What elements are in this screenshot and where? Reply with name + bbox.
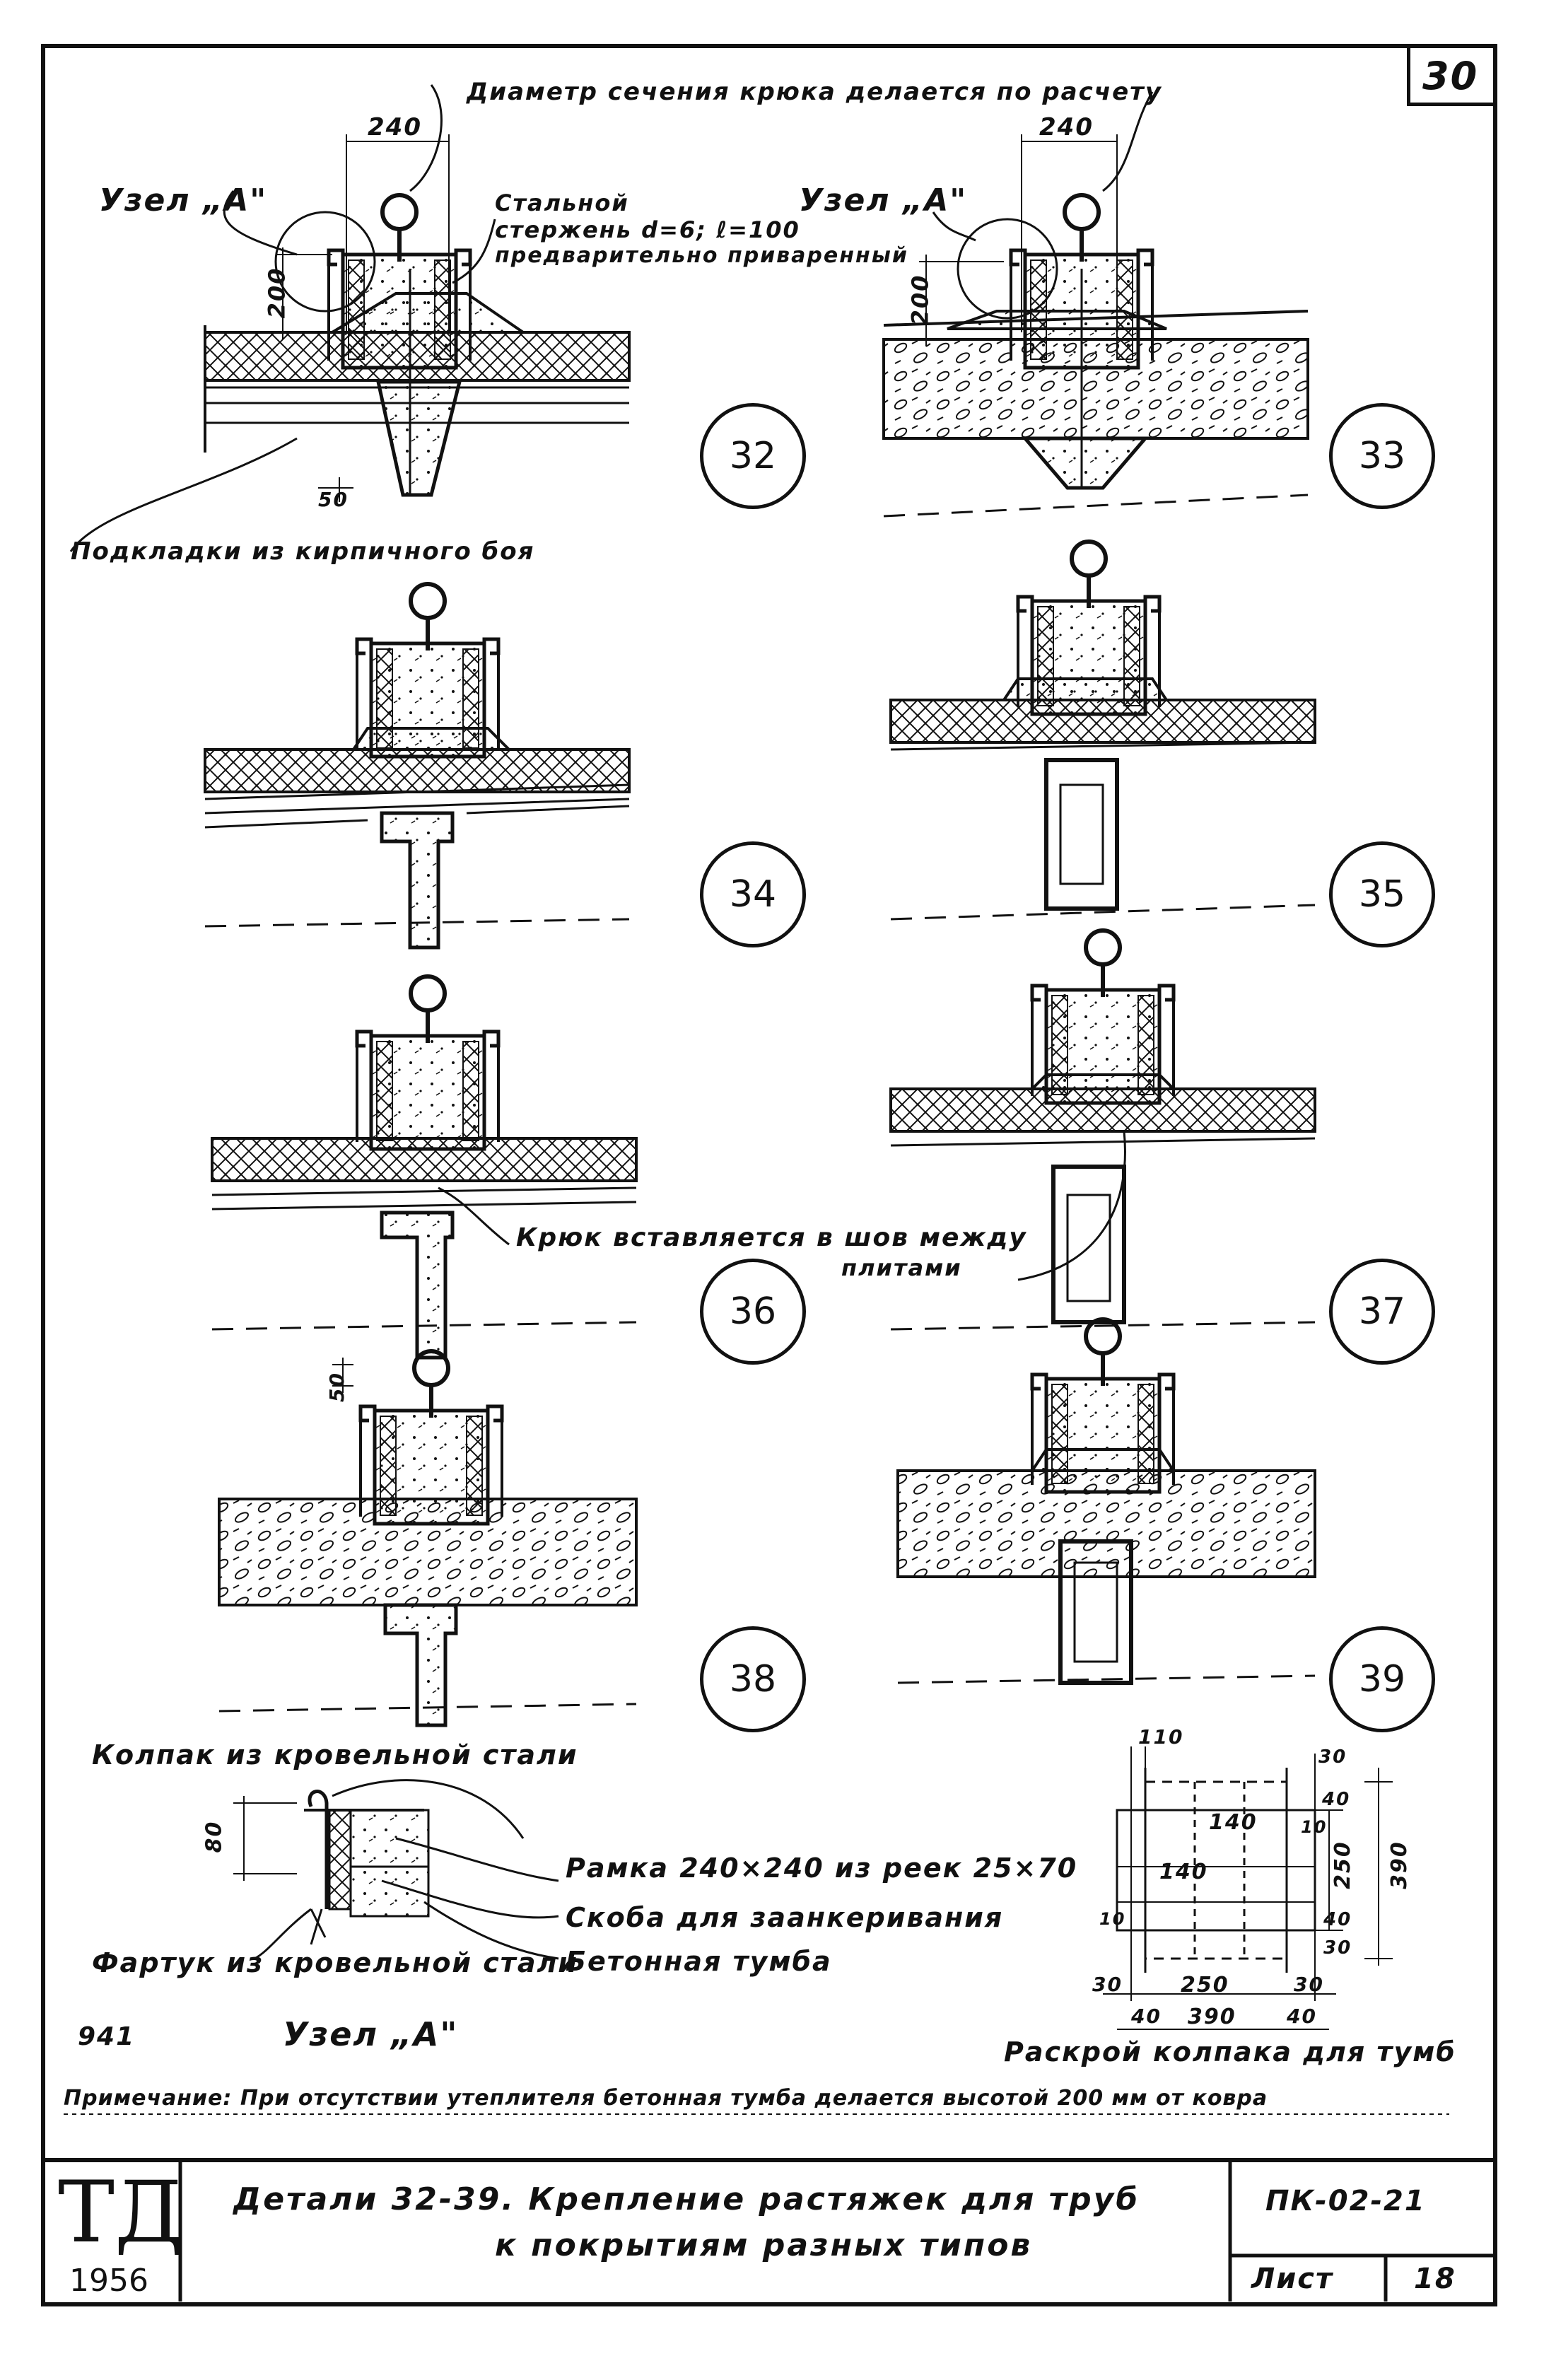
page-number-box [1407,44,1497,106]
detail-number-32: 32 [700,403,806,509]
note-text: Примечание: При отсутствии утеплителя бе… [64,2086,1268,2111]
cut-dim-40-mid: 40 [1323,1909,1352,1930]
drawing-frame [41,44,1497,2306]
dim-240-left: 240 [368,113,422,141]
frame-rails-label: Рамка 240×240 из реек 25×70 [566,1853,1078,1884]
node-a-left-label: Узел „А" [99,182,268,218]
detail-number-39: 39 [1329,1626,1435,1732]
cut-dim-10-left: 10 [1099,1909,1126,1929]
dim-50-detail-32: 50 [318,488,349,511]
cut-dim-10: 10 [1301,1817,1328,1837]
cut-dim-110: 110 [1138,1725,1184,1749]
dim-240-right: 240 [1039,113,1094,141]
detail-number-35: 35 [1329,841,1435,947]
anchor-bracket-label: Скоба для заанкеривания [566,1902,1004,1933]
cut-dim-40-top: 40 [1322,1789,1351,1810]
steel-rod-label-3: предварительно приваренный [495,243,908,268]
cut-dim-30-right: 30 [1294,1973,1324,1996]
cut-dim-140-b: 140 [1159,1860,1208,1884]
detail-39-drawing [896,1319,1316,1685]
detail-number-38: 38 [700,1626,806,1732]
detail-number-36: 36 [700,1259,806,1365]
title-line-1: Детали 32-39. Крепление растяжек для тру… [233,2181,1140,2217]
hook-inserted-label-2: плитами [841,1254,962,1281]
hook-inserted-label-1: Крюк вставляется в шов между [516,1223,1027,1252]
detail-number-33: 33 [1329,403,1435,509]
detail-38-drawing [218,1351,638,1727]
cut-dim-140-a: 140 [1209,1810,1258,1835]
detail-37-drawing [889,931,1316,1331]
cut-dim-30-left: 30 [1092,1973,1123,1996]
page-number: 30 [1422,54,1479,98]
cap-steel-label: Колпак из кровельной стали [92,1739,578,1771]
node-a-detail-label: Узел „А" [283,2015,459,2053]
logo-text: ТД [58,2164,184,2262]
concrete-pedestal-label: Бетонная тумба [566,1946,832,1977]
node-a-detail-drawing [233,1779,559,1960]
detail-35-drawing [889,542,1316,921]
detail-33-drawing [882,91,1309,518]
cut-dim-30-top: 30 [1318,1746,1347,1768]
detail-number-37: 37 [1329,1259,1435,1365]
cut-dim-40-right: 40 [1287,2005,1317,2028]
steel-rod-label-1: Стальной [495,189,629,216]
node-a-right-label: Узел „А" [799,182,968,218]
cutting-pattern-drawing [1103,1746,1393,2030]
dim-200-right: 200 [906,274,934,326]
cut-dim-40-left: 40 [1131,2005,1162,2028]
detail-number-34: 34 [700,841,806,947]
steel-rod-label-2: стержень d=6; ℓ=100 [495,216,800,243]
dim-50-detail-36: 50 [324,1372,349,1402]
cut-dim-30-mid: 30 [1323,1937,1352,1959]
dim-80: 80 [201,1820,227,1853]
logo-year: 1956 [69,2263,148,2299]
cut-dim-390-h: 390 [1188,2005,1236,2029]
dim-200-left: 200 [263,267,291,319]
detail-36-drawing [211,976,638,1393]
drawing-code: ПК-02-21 [1265,2185,1426,2217]
cut-dim-250-h: 250 [1181,1973,1229,1997]
cut-dim-250-v: 250 [1330,1841,1355,1889]
sheet-number: 18 [1414,2263,1456,2295]
sheet-label: Лист [1251,2263,1334,2295]
handwritten-id: 941 [78,2022,136,2051]
detail-32-drawing [69,84,631,552]
apron-steel-label: Фартук из кровельной стали [92,1947,578,1978]
title-line-2: к покрытиям разных типов [495,2227,1033,2263]
brick-pads-label: Подкладки из кирпичного боя [71,537,535,566]
detail-34-drawing [204,584,631,950]
title-block-lines [45,2113,1493,2302]
cut-dim-390-v: 390 [1386,1841,1412,1889]
hook-diameter-label: Диаметр сечения крюка делается по расчет… [467,78,1163,106]
cutting-pattern-title: Раскрой колпака для тумб [1004,2036,1456,2067]
